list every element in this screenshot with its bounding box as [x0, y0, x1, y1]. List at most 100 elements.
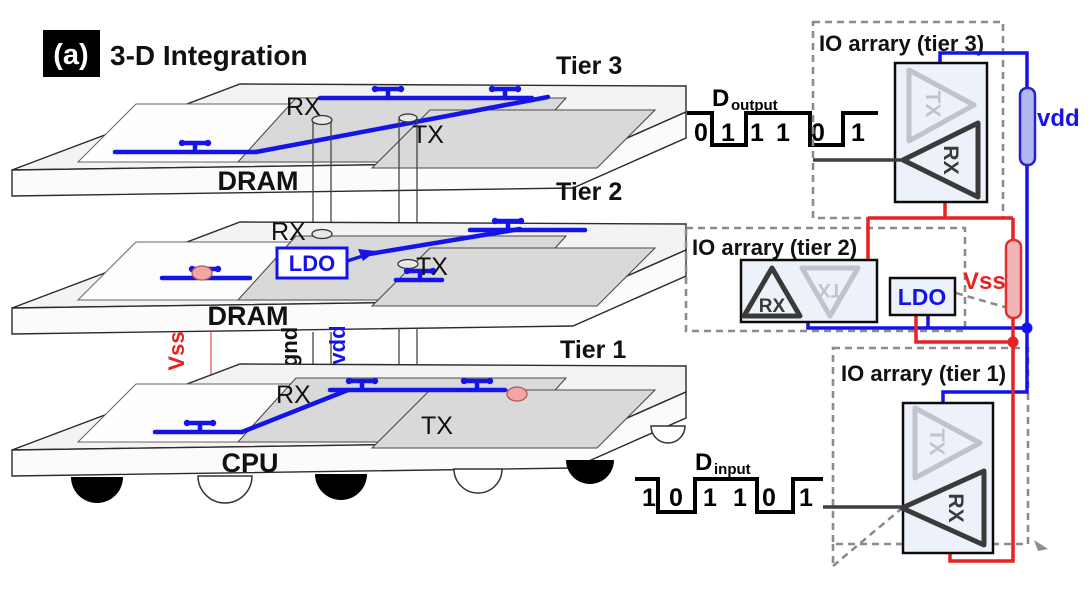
- d-input-bit: 0: [669, 484, 683, 512]
- tier2-name: Tier 2: [556, 178, 622, 206]
- solder-ball-black: [315, 474, 367, 500]
- io-array-tier1-label: IO arrary (tier 1): [841, 361, 1006, 386]
- tier1-tx-label: TX: [421, 412, 453, 440]
- solder-ball-black: [566, 460, 614, 484]
- rail-vss-label: Vss: [164, 331, 189, 370]
- d-input-bit: 1: [799, 484, 813, 512]
- tier2-trace-diagonal: [366, 226, 523, 257]
- tier1-die-label: CPU: [221, 448, 278, 478]
- tier2-trace-stub: [403, 267, 437, 283]
- dashed-arrowhead: [1034, 540, 1048, 551]
- vdd-resistor-label: vdd: [1037, 105, 1080, 132]
- rx-buffer-label: RX: [944, 493, 967, 522]
- tier1-name: Tier 1: [560, 336, 626, 364]
- vdd-junction-dot: [1021, 322, 1033, 334]
- tx-buffer-label: TX: [925, 429, 948, 456]
- rx-buffer-label: RX: [939, 145, 962, 174]
- rail-labels: Vss gnd vdd: [164, 325, 350, 370]
- solder-balls: [71, 425, 686, 504]
- d-input-label: D: [695, 449, 712, 476]
- ldo-block-label: LDO: [898, 284, 947, 310]
- tier1-trace-stub: [345, 377, 379, 393]
- tier1-rx-label: RX: [276, 381, 311, 409]
- rail-gnd-label: gnd: [277, 327, 302, 367]
- io-buffer-tier3: TX RX: [813, 61, 989, 204]
- tier3-name: Tier 3: [556, 52, 622, 80]
- tier3-trace-diagonal: [253, 94, 551, 155]
- solder-ball-black: [71, 477, 123, 503]
- io-buffer-tier2: TX RX LDO: [739, 258, 957, 324]
- d-output-signal-trace: [687, 111, 878, 147]
- d-output-label: D: [712, 85, 729, 112]
- figure-header: (a) 3-D Integration: [43, 30, 308, 77]
- tier1-trace-stub: [460, 377, 494, 393]
- d-input-bit: 1: [733, 484, 747, 512]
- ldo-block: [888, 276, 957, 317]
- vss-resistor-label: Vss: [963, 268, 1006, 295]
- solder-ball-white: [453, 468, 503, 494]
- vss-wire-top: [866, 202, 1015, 260]
- panel-label-box: [43, 30, 100, 77]
- tier2-die-label: DRAM: [208, 301, 289, 331]
- solder-ball-white: [650, 425, 686, 444]
- io-array-tier1-leader: [831, 503, 908, 567]
- d-input-bit: 0: [762, 484, 776, 512]
- tier3-trace-stub: [371, 85, 405, 101]
- rx-buffer-icon: [900, 120, 981, 200]
- tier3-slab: RX TX DRAM Tier 3: [11, 52, 687, 197]
- solder-ball-white: [197, 475, 253, 504]
- tier2-ldo-arrowhead: [358, 249, 376, 261]
- figure-title: 3-D Integration: [110, 40, 308, 71]
- tier1-trace-diagonal: [239, 387, 351, 435]
- tx-buffer-icon: [906, 67, 977, 144]
- vdd-resistor: [1018, 86, 1037, 167]
- tier1-tx-pad: [370, 389, 657, 449]
- d-output-bit: 0: [694, 119, 708, 147]
- rail-vdd-label: vdd: [325, 325, 350, 364]
- tx-buffer-icon: [799, 265, 861, 319]
- tier2-trace-stub: [491, 217, 525, 233]
- io-array-tier2-label: IO arrary (tier 2): [692, 235, 857, 260]
- tier2-ldo-box: [275, 246, 349, 280]
- tx-buffer-icon: [912, 405, 983, 481]
- tx-buffer-label: TX: [818, 279, 843, 300]
- vdd-bus-tier2: [806, 322, 1027, 330]
- d-output-bit: 1: [851, 119, 865, 147]
- vss-junction-dot: [1007, 336, 1019, 348]
- vss-resistor: [1004, 238, 1023, 320]
- tx-buffer-label: TX: [921, 91, 944, 118]
- tier2-solder-microbump: [191, 265, 213, 281]
- tier3-trace-stub: [488, 85, 522, 101]
- tier3-tx-pad: [370, 109, 657, 169]
- vss-wire-tier1: [948, 342, 1015, 563]
- io-array-tier2-box: [684, 226, 967, 333]
- vdd-net: vdd: [806, 51, 1080, 403]
- d-output-waveform: D output 0 1 1 1 0 1: [687, 85, 878, 147]
- tier1-trace-stub: [183, 419, 217, 435]
- rx-buffer-icon: [899, 468, 987, 548]
- d-input-subscript: input: [714, 461, 751, 478]
- tier2-tx-label: TX: [416, 253, 448, 281]
- tier2-rx-via-hole: [311, 228, 333, 240]
- d-output-bit: 1: [721, 119, 735, 147]
- tier1-slab: RX TX CPU Tier 1: [11, 336, 687, 504]
- tier1-solder-microbump: [506, 386, 528, 402]
- ldo-vss-stub: [914, 315, 1013, 344]
- tier2-tx-via-hole: [397, 258, 419, 270]
- d-output-bit: 1: [776, 119, 790, 147]
- tier2-rx-label: RX: [271, 218, 306, 246]
- d-input-waveform: D input 1 0 1 1 0 1: [635, 449, 823, 514]
- tier3-trace-stub: [178, 139, 212, 155]
- d-input-bit: 1: [642, 484, 656, 512]
- tier2-ldo-label: LDO: [289, 251, 335, 276]
- d-output-bit: 1: [750, 119, 764, 147]
- d-input-bit: 1: [703, 484, 717, 512]
- d-output-bit: 0: [811, 119, 825, 147]
- io-buffer-tier1: TX RX: [823, 401, 995, 555]
- d-input-signal-trace: [635, 477, 823, 514]
- tier2-slab: LDO RX TX DRAM Tier 2: [11, 178, 687, 335]
- vss-net: Vss: [866, 202, 1023, 563]
- rx-buffer-label: RX: [759, 296, 786, 317]
